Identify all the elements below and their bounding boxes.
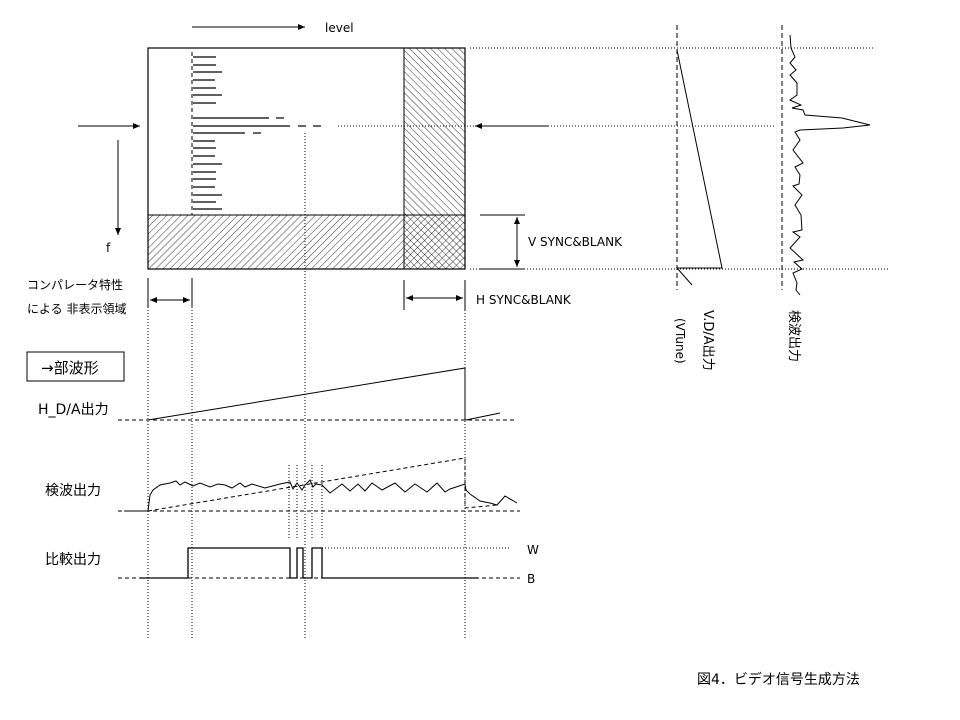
v-detect-waveform: [789, 34, 871, 296]
figure-caption: 図4．ビデオ信号生成方法: [697, 671, 860, 688]
h-da-label: H_D/A出力: [38, 402, 109, 418]
h-da-waveform: [147, 367, 501, 421]
guide-lines: [147, 47, 890, 640]
level-label: level: [325, 21, 354, 35]
h-blank-region: [404, 48, 465, 269]
v-detect-label: 検波出力: [786, 310, 801, 362]
v-da-label: V.D/A出力: [700, 310, 715, 371]
v-sync-dimension: [480, 214, 525, 270]
vtune-label: (VTune): [673, 318, 687, 364]
level-bars: [193, 56, 321, 210]
v-da-waveform: [675, 49, 723, 286]
h-sync-label: H SYNC&BLANK: [476, 293, 572, 307]
section-box: [26, 351, 125, 382]
comparator-label-2: による 非表示領域: [27, 301, 126, 316]
compare-label: 比較出力: [45, 552, 101, 568]
h-sync-dimension: [403, 280, 466, 310]
comparator-label-1: コンパレータ特性: [27, 277, 123, 292]
screen-box: [147, 47, 466, 270]
detect-waveform: [124, 479, 518, 512]
detect-threshold: [147, 457, 498, 512]
f-label: f: [106, 241, 111, 255]
comparator-dimension: [147, 278, 193, 308]
v-sync-label: V SYNC&BLANK: [528, 235, 623, 249]
section-box-label: →部波形: [41, 359, 99, 377]
detect-label: 検波出力: [45, 483, 101, 499]
w-label: W: [527, 543, 539, 557]
b-label: B: [527, 572, 535, 586]
compare-waveform: [140, 547, 478, 579]
